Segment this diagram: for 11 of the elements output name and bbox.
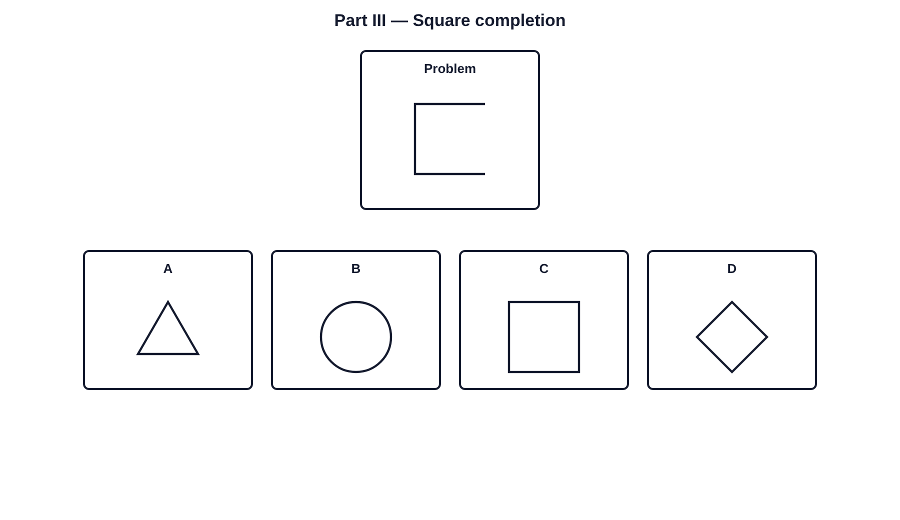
diagram-title: Part III — Square completion	[333, 11, 567, 31]
answer-option-card	[459, 250, 629, 390]
option-letter: B	[351, 261, 361, 276]
answer-option-card	[83, 250, 253, 390]
problem-card	[360, 50, 540, 210]
option-letter: D	[727, 261, 737, 276]
card-heading: Problem	[424, 61, 476, 76]
answer-option-card	[647, 250, 817, 390]
option-letter: A	[163, 261, 173, 276]
option-letter: C	[539, 261, 549, 276]
answer-option-card	[271, 250, 441, 390]
